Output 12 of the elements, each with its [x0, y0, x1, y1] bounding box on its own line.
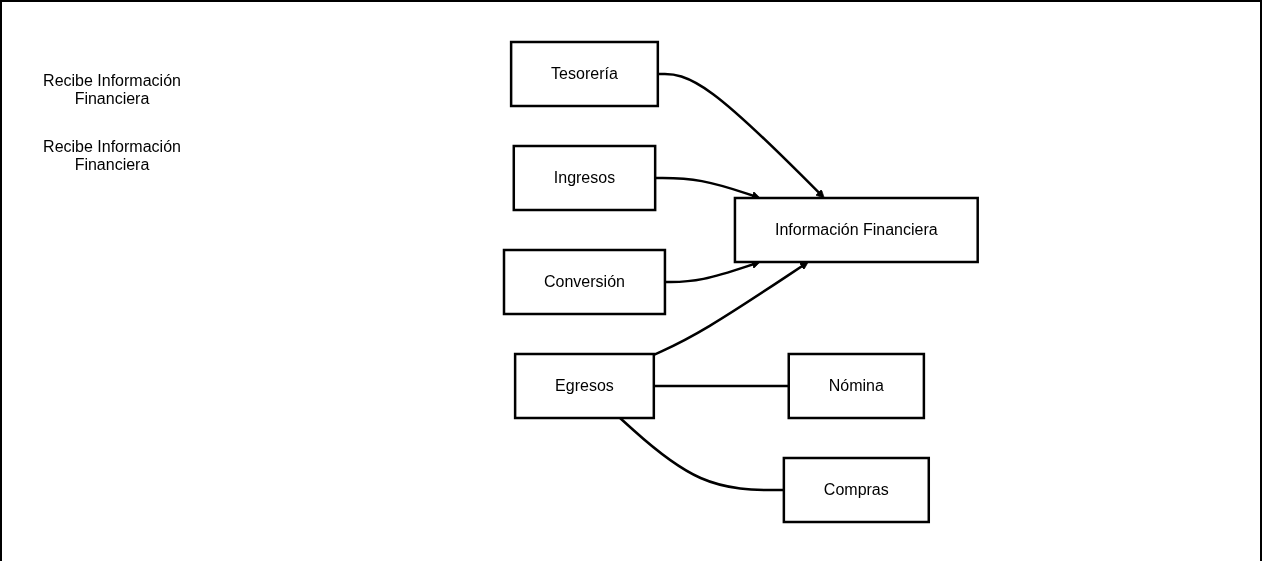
connector: [654, 384, 789, 387]
arrow: [658, 72, 825, 198]
node-box: Egresos: [514, 352, 656, 419]
node-box: Compras: [782, 456, 931, 523]
node-box: Información Financiera: [733, 196, 980, 263]
node-box: Tesorería: [510, 40, 660, 107]
node-box: Nómina: [787, 352, 926, 419]
node-box: Conversión: [502, 248, 667, 315]
arrow: [653, 261, 809, 356]
note-text: Recibe Información Financiera: [42, 138, 182, 174]
node-box: Ingresos: [512, 144, 657, 211]
note-text: Recibe Información Financiera: [42, 72, 182, 108]
